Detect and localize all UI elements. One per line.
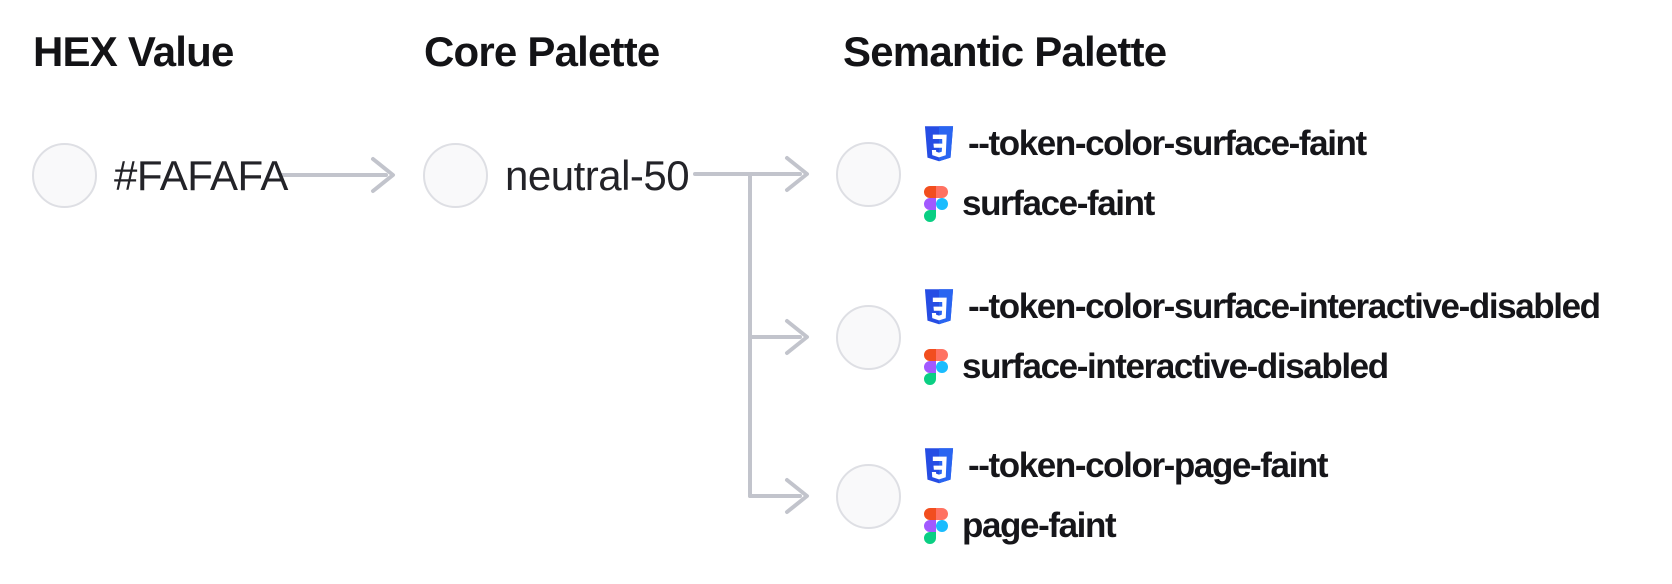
figma-icon — [924, 186, 948, 222]
figma-token-line: page-faint — [924, 496, 1327, 556]
css-token-label: --token-color-surface-faint — [968, 124, 1367, 163]
connector-lines — [280, 156, 809, 514]
column-header-core-palette: Core Palette — [424, 28, 660, 75]
figma-token-label: surface-faint — [962, 184, 1155, 223]
arrowhead-hex-to-core — [371, 157, 395, 193]
semantic-color-swatch — [836, 142, 901, 207]
figma-token-line: surface-interactive-disabled — [924, 337, 1600, 397]
core-color-swatch — [423, 143, 488, 208]
css-token-label: --token-color-surface-interactive-disabl… — [968, 287, 1601, 326]
css-token-line: --token-color-page-faint — [924, 436, 1329, 496]
semantic-row-surface-interactive-disabled: --token-color-surface-interactive-disabl… — [836, 277, 1666, 397]
semantic-color-swatch — [836, 305, 901, 370]
css3-icon — [924, 448, 954, 484]
core-palette-label: neutral-50 — [505, 151, 690, 199]
arrowhead-semantic-row3 — [785, 478, 809, 514]
core-palette-node: neutral-50 — [423, 143, 690, 208]
css3-icon — [924, 126, 954, 162]
figma-token-label: page-faint — [962, 506, 1117, 545]
semantic-color-swatch — [836, 464, 901, 529]
css-token-label: --token-color-page-faint — [968, 446, 1329, 485]
hex-value-node: #FAFAFA — [32, 143, 288, 208]
arrowhead-semantic-row2 — [785, 319, 809, 355]
semantic-row-surface-faint: --token-color-surface-faint surface-fain… — [836, 114, 1666, 234]
figma-icon — [924, 349, 948, 385]
hex-value-label: #FAFAFA — [114, 151, 288, 199]
arrowhead-semantic-row1 — [785, 156, 809, 192]
css-token-line: --token-color-surface-faint — [924, 114, 1367, 174]
hex-color-swatch — [32, 143, 97, 208]
figma-token-label: surface-interactive-disabled — [962, 347, 1389, 386]
css3-icon — [924, 289, 954, 325]
figma-icon — [924, 508, 948, 544]
figma-token-line: surface-faint — [924, 174, 1366, 234]
column-header-hex-value: HEX Value — [33, 28, 234, 75]
column-header-semantic-palette: Semantic Palette — [843, 28, 1167, 75]
semantic-row-page-faint: --token-color-page-faint page-faint — [836, 436, 1666, 556]
css-token-line: --token-color-surface-interactive-disabl… — [924, 277, 1601, 337]
